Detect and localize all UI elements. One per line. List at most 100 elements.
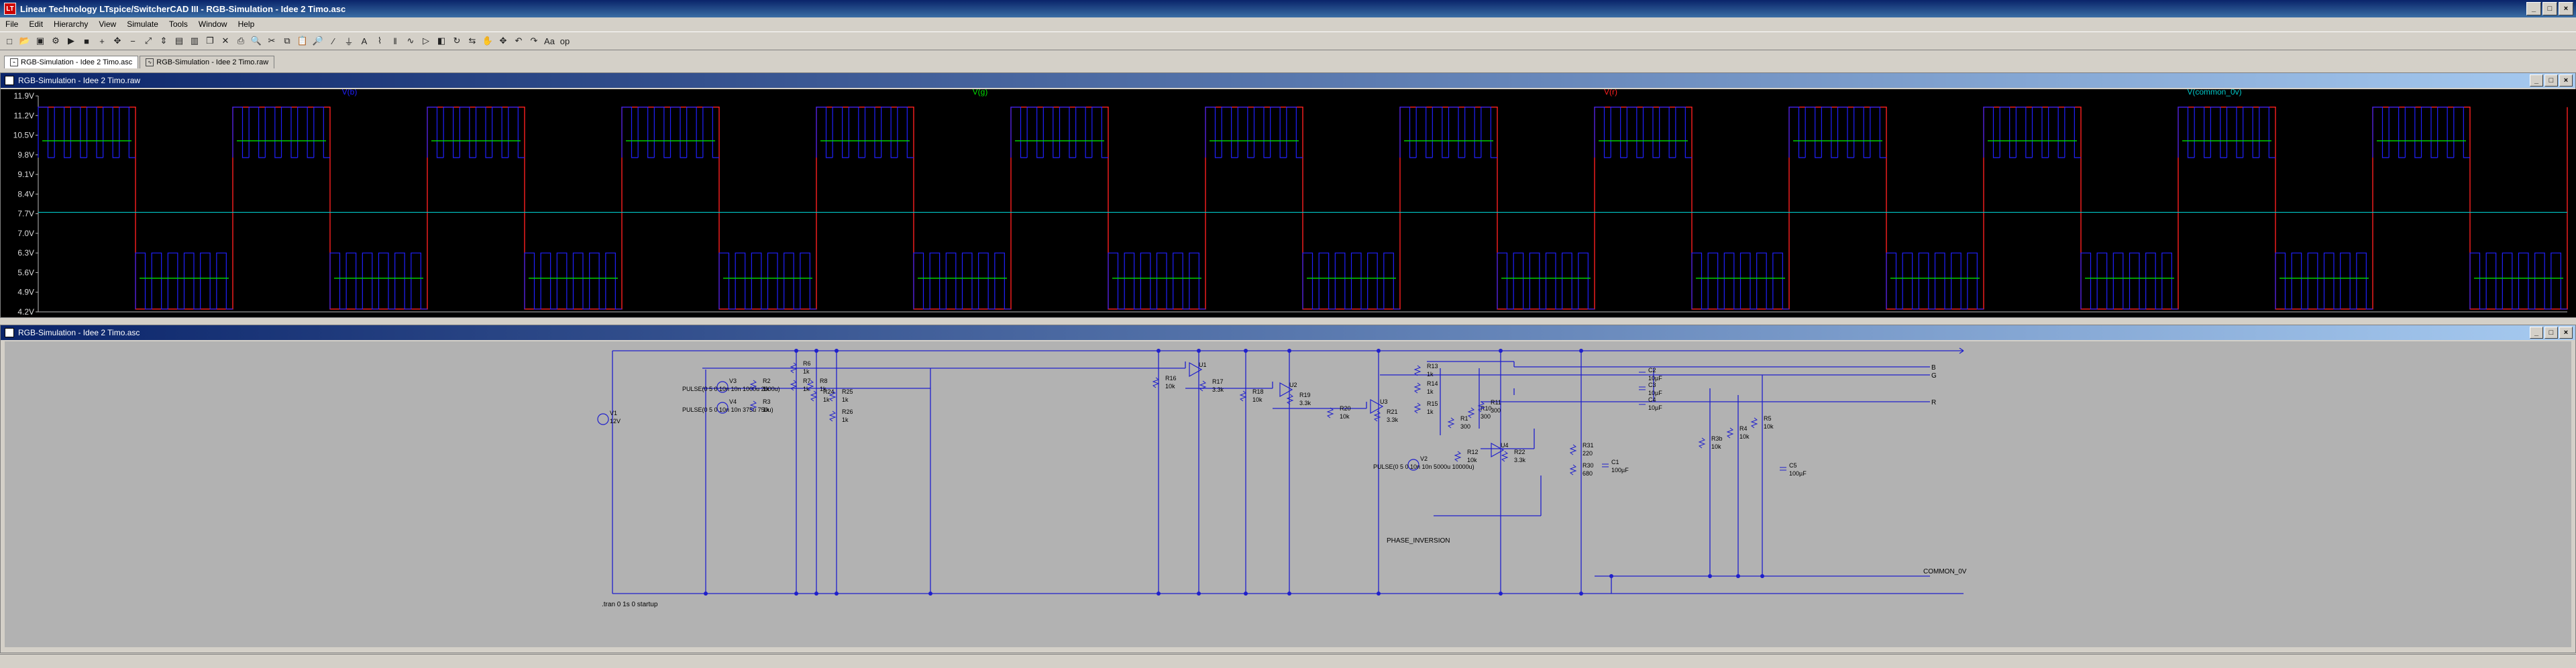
component-value[interactable]: 1k — [820, 386, 826, 392]
tab-waveform[interactable]: ∿ RGB-Simulation - Idee 2 Timo.raw — [140, 56, 275, 68]
component-ref[interactable]: R31 — [1582, 442, 1594, 449]
menu-edit[interactable]: Edit — [29, 19, 44, 29]
component-value[interactable]: PULSE(0 5 0 10n 10n 5000u 10000u) — [1373, 463, 1474, 470]
close-icon[interactable]: × — [2559, 2, 2573, 15]
resistor-icon[interactable]: ⌇ — [377, 36, 382, 46]
legend-0[interactable]: V(b) — [342, 89, 358, 97]
component-ref[interactable]: R15 — [1427, 400, 1438, 407]
component-ref[interactable]: C5 — [1789, 462, 1797, 469]
component-ref[interactable]: R19 — [1299, 392, 1311, 398]
close-all-icon[interactable]: ✕ — [221, 36, 229, 46]
component-ref[interactable]: R4 — [1739, 425, 1748, 432]
component-value[interactable]: 680 — [1582, 470, 1593, 477]
component-value[interactable]: 1k — [1427, 388, 1434, 395]
component-ref[interactable]: R20 — [1340, 405, 1351, 412]
menu-help[interactable]: Help — [237, 19, 255, 29]
close-icon[interactable]: × — [2559, 327, 2573, 339]
maximize-icon[interactable]: □ — [2544, 74, 2558, 87]
component-value[interactable]: 300 — [1481, 413, 1491, 420]
component-ref[interactable]: C1 — [1611, 459, 1619, 465]
copy-icon[interactable]: ⧉ — [284, 36, 290, 46]
autorange-icon[interactable]: ⇕ — [160, 36, 168, 46]
component-value[interactable]: 10k — [1252, 396, 1263, 403]
find-icon[interactable]: 🔎 — [312, 36, 324, 46]
component-ref[interactable]: R24 — [823, 388, 835, 395]
component-value[interactable]: PULSE(0 5 0 10n 10n 375u 750u) — [682, 406, 773, 413]
label-phase-inversion[interactable]: PHASE_INVERSION — [1387, 537, 1450, 545]
component-ref[interactable]: C3 — [1648, 382, 1656, 388]
component-value[interactable]: 3.3k — [1514, 457, 1526, 463]
component-value[interactable]: 100µF — [1611, 467, 1629, 474]
label-icon[interactable]: A — [361, 36, 368, 46]
component-value[interactable]: 1k — [803, 368, 810, 375]
component-value[interactable]: 1k — [803, 386, 810, 392]
spice-directive-icon[interactable]: op — [559, 36, 570, 46]
component-value[interactable]: 3.3k — [1212, 386, 1224, 393]
component-value[interactable]: 10k — [1711, 443, 1721, 450]
legend-3[interactable]: V(common_0v) — [2187, 89, 2241, 97]
mirror-icon[interactable]: ⇆ — [468, 36, 476, 46]
component-value[interactable]: 300 — [1491, 407, 1501, 414]
component-ref[interactable]: R30 — [1582, 462, 1594, 469]
component-value[interactable]: 1k — [823, 396, 830, 403]
component-value[interactable]: 220 — [1582, 450, 1593, 457]
drag-icon[interactable]: ✋ — [482, 36, 494, 46]
cascade-icon[interactable]: ❐ — [206, 36, 214, 46]
spice-directive[interactable]: .tran 0 1s 0 startup — [602, 601, 658, 608]
component-ref[interactable]: R5 — [1764, 415, 1772, 422]
component-value[interactable]: PULSE(0 5 0 10n 10n 1000u 2000u) — [682, 386, 780, 392]
text-icon[interactable]: Aa — [544, 36, 555, 46]
paste-icon[interactable]: 📋 — [297, 36, 309, 46]
component-value[interactable]: 1k — [842, 416, 849, 423]
component-ref[interactable]: R16 — [1165, 375, 1177, 382]
zoom-fit-icon[interactable]: ⤢ — [144, 36, 152, 46]
component-ref[interactable]: R2 — [763, 378, 771, 384]
component-ref[interactable]: U2 — [1289, 382, 1297, 388]
minimize-icon[interactable]: _ — [2530, 327, 2543, 339]
close-icon[interactable]: × — [2559, 74, 2573, 87]
zoom-out-icon[interactable]: − — [130, 36, 136, 46]
maximize-icon[interactable]: □ — [2544, 327, 2558, 339]
component-ref[interactable]: V4 — [729, 398, 737, 405]
component-ref[interactable]: R25 — [842, 388, 853, 395]
component-value[interactable]: 10µF — [1648, 390, 1662, 396]
save-icon[interactable]: ▣ — [36, 36, 45, 46]
maximize-icon[interactable]: □ — [2542, 2, 2557, 15]
tab-schematic[interactable]: ⌁ RGB-Simulation - Idee 2 Timo.asc — [4, 56, 139, 68]
component-value[interactable]: 10k — [1467, 457, 1477, 463]
component-ref[interactable]: R26 — [842, 408, 853, 415]
component-ref[interactable]: R6 — [803, 360, 811, 367]
cut-icon[interactable]: ✂ — [268, 36, 276, 46]
component-ref[interactable]: R8 — [820, 378, 828, 384]
rotate-icon[interactable]: ↻ — [453, 36, 461, 46]
print-icon[interactable]: ⎙ — [237, 36, 245, 46]
component-ref[interactable]: R18 — [1252, 388, 1264, 395]
diode-icon[interactable]: ▷ — [423, 36, 429, 46]
pan-icon[interactable]: ✥ — [113, 36, 121, 46]
component-ref[interactable]: R17 — [1212, 378, 1224, 385]
component-ref[interactable]: U1 — [1199, 361, 1207, 368]
open-icon[interactable]: 📂 — [19, 36, 31, 46]
component-value[interactable]: 10k — [1340, 413, 1350, 420]
halt-icon[interactable]: ■ — [84, 36, 89, 46]
component-value[interactable]: 3.3k — [1299, 400, 1311, 406]
component-ref[interactable]: U3 — [1380, 398, 1388, 405]
component-ref[interactable]: R7 — [803, 378, 811, 384]
component-value[interactable]: 1k — [1427, 371, 1434, 378]
wire-icon[interactable]: ∕ — [332, 36, 335, 46]
component-ref[interactable]: R21 — [1387, 408, 1398, 415]
component-ref[interactable]: V2 — [1420, 455, 1428, 462]
component-ref[interactable]: C2 — [1648, 367, 1656, 374]
net-label-b[interactable]: B — [1931, 364, 1936, 372]
component-ref[interactable]: R12 — [1467, 449, 1479, 455]
minimize-icon[interactable]: _ — [2530, 74, 2543, 87]
menu-hierarchy[interactable]: Hierarchy — [54, 19, 89, 29]
component-value[interactable]: 1k — [763, 406, 769, 413]
component-value[interactable]: 100µF — [1789, 470, 1807, 477]
component-value[interactable]: 12V — [610, 418, 621, 425]
component-value[interactable]: 10µF — [1648, 404, 1662, 411]
component-value[interactable]: 1k — [1427, 408, 1434, 415]
tile-vertical-icon[interactable]: ▥ — [190, 36, 199, 46]
component-ref[interactable]: V1 — [610, 410, 617, 416]
